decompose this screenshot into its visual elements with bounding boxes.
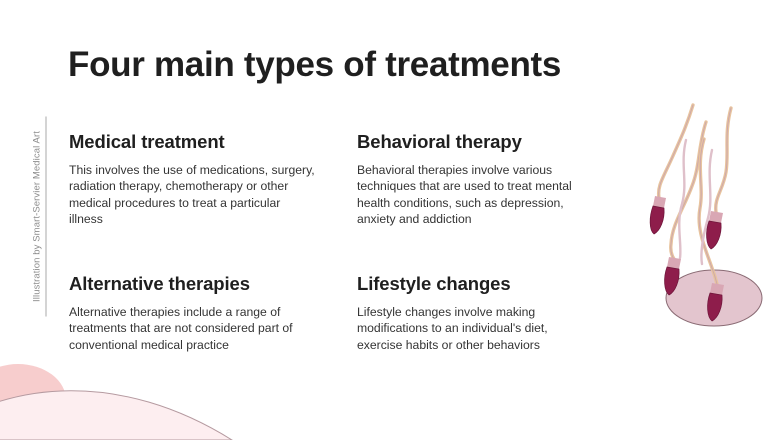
sperm-neck-c	[709, 211, 723, 223]
sperm-tail-a-outline	[658, 104, 694, 199]
pink-blob-shape	[0, 364, 66, 436]
block-heading: Alternative therapies	[69, 273, 250, 294]
sperm-tail-c-outline	[715, 107, 732, 213]
block-heading: Medical treatment	[69, 131, 225, 152]
block-body: This involves the use of medications, su…	[69, 163, 315, 227]
sperm-head-group-d	[707, 283, 724, 322]
sperm-tail-extra-2	[700, 148, 714, 266]
block-body: Alternative therapies include a range of…	[69, 305, 293, 352]
sperm-tail-b	[669, 120, 708, 261]
sperm-head-d	[707, 292, 723, 322]
content-block-lifestyle-changes: Lifestyle changes Lifestyle changes invo…	[357, 273, 607, 353]
sperm-tail-b-outline	[670, 121, 707, 260]
sperm-head-group-b	[664, 257, 681, 296]
sperm-tail-d-outline	[698, 138, 718, 285]
egg-cell-shape	[665, 269, 763, 327]
block-heading: Behavioral therapy	[357, 131, 522, 152]
block-body: Lifestyle changes involve making modific…	[357, 305, 548, 352]
sperm-head-group-c	[706, 211, 723, 250]
block-heading: Lifestyle changes	[357, 273, 511, 294]
sperm-tail-a	[656, 103, 695, 200]
sperm-tail-c	[714, 106, 733, 214]
content-block-medical-treatment: Medical treatment This involves the use …	[69, 131, 319, 228]
sperm-tail-extra-1	[678, 138, 688, 260]
sperm-tail-d	[697, 137, 719, 286]
sperm-head-group-a	[649, 196, 666, 235]
sperm-neck-b	[667, 257, 681, 269]
sperm-head-c	[706, 220, 722, 250]
content-block-behavioral-therapy: Behavioral therapy Behavioral therapies …	[357, 131, 607, 228]
pale-pink-arc-shape	[0, 390, 233, 440]
page-title: Four main types of treatments	[68, 45, 562, 84]
sperm-head-a	[649, 205, 665, 235]
sperm-neck-a	[653, 196, 666, 208]
sperm-head-b	[664, 266, 680, 296]
content-block-alternative-therapies: Alternative therapies Alternative therap…	[69, 273, 319, 353]
sperm-neck-d	[710, 283, 724, 295]
illustration-credit: Illustration by Smart-Servier Medical Ar…	[31, 116, 47, 317]
block-body: Behavioral therapies involve various tec…	[357, 163, 572, 227]
